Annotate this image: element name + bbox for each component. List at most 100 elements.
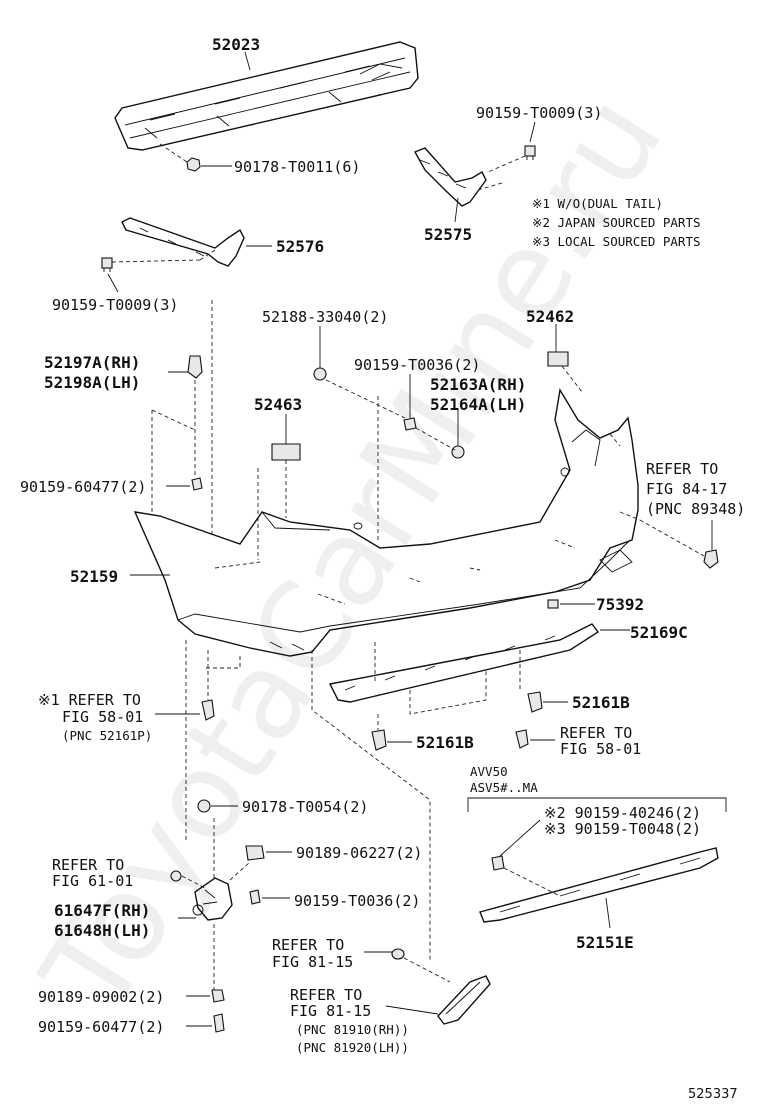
dash-52576 bbox=[111, 249, 216, 263]
leader-52151E bbox=[605, 897, 611, 929]
dash-52462 bbox=[561, 365, 583, 393]
label-52163A: 52163A(RH) bbox=[430, 375, 526, 394]
dash-ref-61-01 bbox=[181, 875, 206, 889]
garnish-52151E bbox=[479, 847, 719, 923]
bracket-52576 bbox=[121, 217, 245, 267]
label-52161B-center: 52161B bbox=[416, 733, 474, 752]
ref-61-01-line1: REFER TO bbox=[52, 856, 124, 874]
model-avv50: AVV50 bbox=[470, 764, 508, 779]
model-asv5: ASV5#..MA bbox=[470, 780, 538, 795]
dash-52151E bbox=[503, 867, 561, 897]
pnc-81920: (PNC 81920(LH)) bbox=[296, 1040, 409, 1055]
dash-guides-mid bbox=[377, 396, 621, 540]
bolt-90159-T0009-top bbox=[524, 145, 536, 160]
dash-52575 bbox=[477, 155, 526, 191]
label-52164A: 52164A(LH) bbox=[430, 395, 526, 414]
reflector-81910 bbox=[437, 975, 491, 1025]
dash-52163A bbox=[415, 427, 456, 451]
clip-ref-61-01 bbox=[170, 870, 182, 882]
dash-guides-left bbox=[151, 300, 259, 560]
bolt-90159-60477-bottom bbox=[213, 1013, 225, 1033]
ref-81-15-b-line2: FIG 81-15 bbox=[290, 1002, 371, 1020]
leader-52575 bbox=[454, 197, 459, 223]
label-52576: 52576 bbox=[276, 237, 324, 256]
dash-90178 bbox=[159, 143, 188, 163]
clip-ref-84-17 bbox=[703, 549, 719, 569]
figure-number: 525337 bbox=[688, 1087, 738, 1102]
dash-61647F bbox=[213, 818, 251, 990]
ref-84-17-line3: (PNC 89348) bbox=[646, 500, 745, 518]
bumper-reinforcement-52023 bbox=[114, 41, 419, 151]
leader-52023 bbox=[244, 51, 251, 71]
label-90178-T0054: 90178-T0054(2) bbox=[242, 798, 368, 816]
nut-90189-06227 bbox=[245, 845, 265, 861]
ref-58-01-left-line2: FIG 58-01 bbox=[62, 708, 143, 726]
bracket-52575 bbox=[414, 147, 487, 207]
label-90178-T0011: 90178-T0011(6) bbox=[234, 158, 360, 176]
label-90159-T0048: ※3 90159-T0048(2) bbox=[544, 820, 701, 838]
label-52462: 52462 bbox=[526, 307, 574, 326]
bolt-ref-81-15 bbox=[391, 948, 405, 960]
dash-52188 bbox=[325, 379, 406, 419]
leader-90159-T0009-top bbox=[529, 121, 536, 143]
screw-90159-T0036-bottom bbox=[249, 889, 261, 905]
label-52151E: 52151E bbox=[576, 933, 634, 952]
nut-90189-09002 bbox=[211, 989, 225, 1003]
ref-84-17-line1: REFER TO bbox=[646, 460, 718, 478]
leader-90159-40246 bbox=[499, 819, 541, 857]
bracket-61647F bbox=[192, 877, 233, 921]
ref-81-15-a-line1: REFER TO bbox=[272, 936, 344, 954]
clip-ref-58-01-right bbox=[515, 729, 529, 749]
clip-52161B-right bbox=[527, 691, 543, 713]
note-2: ※2 JAPAN SOURCED PARTS bbox=[532, 215, 701, 230]
retainer-52197A bbox=[187, 355, 203, 379]
label-52197A: 52197A(RH) bbox=[44, 353, 140, 372]
label-90159-T0009-left: 90159-T0009(3) bbox=[52, 296, 178, 314]
note-1: ※1 W/O(DUAL TAIL) bbox=[532, 196, 663, 211]
bolt-90178-T0011 bbox=[186, 157, 201, 172]
pad-75392 bbox=[547, 599, 559, 609]
pnc-81910: (PNC 81910(RH)) bbox=[296, 1022, 409, 1037]
ref-58-01-left-line1: ※1 REFER TO bbox=[38, 691, 141, 709]
label-52169C: 52169C bbox=[630, 623, 688, 642]
dash-52169C bbox=[374, 642, 521, 715]
garnish-52169C bbox=[328, 623, 600, 703]
label-90159-40246: ※2 90159-40246(2) bbox=[544, 804, 701, 822]
model-bracket-line bbox=[467, 797, 727, 812]
label-90159-T0036-top: 90159-T0036(2) bbox=[354, 356, 480, 374]
screw-90159-T0036-top bbox=[403, 417, 417, 431]
label-52188: 52188-33040(2) bbox=[262, 308, 388, 326]
note-3: ※3 LOCAL SOURCED PARTS bbox=[532, 234, 701, 249]
label-90189-09002: 90189-09002(2) bbox=[38, 988, 164, 1006]
label-52023: 52023 bbox=[212, 35, 260, 54]
label-61648H: 61648H(LH) bbox=[54, 921, 150, 940]
bolt-90159-40246 bbox=[491, 855, 505, 871]
clip-52163A bbox=[451, 445, 465, 459]
clip-ref-58-01-left bbox=[201, 699, 215, 721]
label-52575: 52575 bbox=[424, 225, 472, 244]
leader-ref-81-15-b bbox=[385, 1005, 439, 1015]
label-52198A: 52198A(LH) bbox=[44, 373, 140, 392]
ref-81-15-a-line2: FIG 81-15 bbox=[272, 953, 353, 971]
pad-52462 bbox=[547, 351, 569, 367]
clip-52161B-center bbox=[371, 729, 387, 751]
ref-61-01-line2: FIG 61-01 bbox=[52, 872, 133, 890]
ref-58-01-left-line3: (PNC 52161P) bbox=[62, 728, 152, 743]
label-90189-06227: 90189-06227(2) bbox=[296, 844, 422, 862]
bolt-90159-T0009-left bbox=[101, 257, 113, 272]
ref-84-17-line2: FIG 84-17 bbox=[646, 480, 727, 498]
label-61647F: 61647F(RH) bbox=[54, 901, 150, 920]
label-90159-T0009-top: 90159-T0009(3) bbox=[476, 104, 602, 122]
bolt-90178-T0054 bbox=[197, 799, 211, 813]
clip-52188 bbox=[313, 367, 327, 381]
label-90159-60477-bottom: 90159-60477(2) bbox=[38, 1018, 164, 1036]
label-90159-T0036-bottom: 90159-T0036(2) bbox=[294, 892, 420, 910]
label-52159: 52159 bbox=[70, 567, 118, 586]
dash-guides-lower bbox=[185, 640, 431, 960]
ref-58-01-right-line1: REFER TO bbox=[560, 724, 632, 742]
dash-reflector bbox=[403, 957, 451, 983]
bumper-cover-52159 bbox=[133, 388, 641, 657]
label-52161B-right: 52161B bbox=[572, 693, 630, 712]
pad-52463 bbox=[271, 443, 301, 461]
